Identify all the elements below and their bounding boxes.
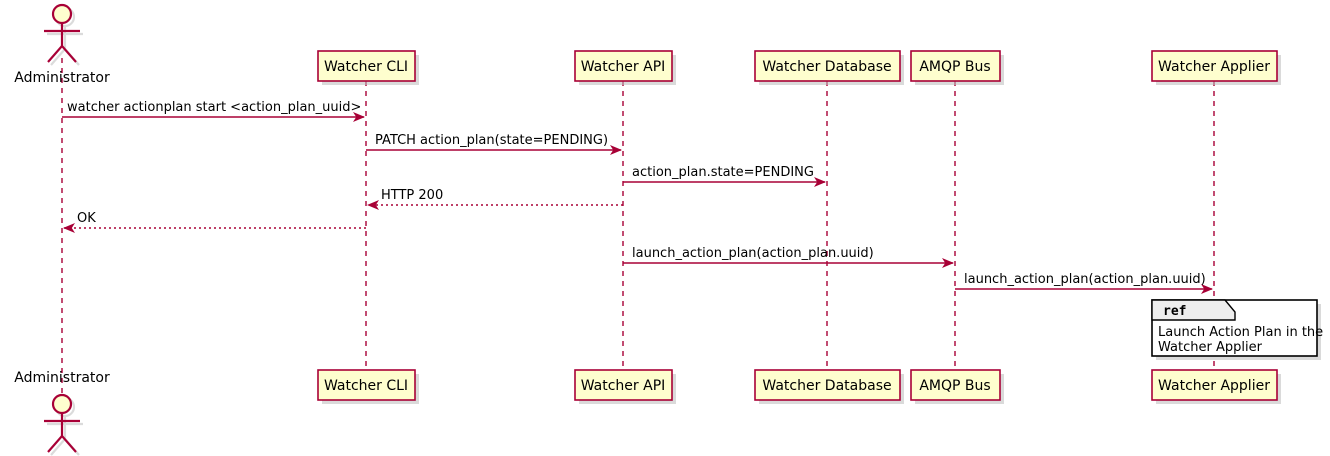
actor-leg-right [61, 435, 77, 453]
message-label: action_plan.state=PENDING [632, 165, 814, 180]
actor-leg-left [47, 45, 63, 63]
actor-label: Administrator [14, 70, 110, 86]
message-http-200[interactable]: HTTP 200 [367, 188, 623, 210]
participant-amqp-bus-bottom[interactable]: AMQP Bus [910, 369, 1004, 404]
message-label: launch_action_plan(action_plan.uuid) [964, 272, 1206, 287]
message-label: PATCH action_plan(state=PENDING) [375, 133, 608, 148]
actor-head-icon [51, 393, 73, 415]
participant-label: AMQP Bus [919, 378, 990, 394]
participant-label: Watcher Database [762, 59, 891, 75]
participant-label: Watcher Applier [1158, 59, 1270, 75]
participant-watcher-cli-top[interactable]: Watcher CLI [317, 50, 419, 85]
message-launch-action-plan-to-applier[interactable]: launch_action_plan(action_plan.uuid) [955, 272, 1213, 294]
message-launch-action-plan-to-bus[interactable]: launch_action_plan(action_plan.uuid) [623, 246, 954, 268]
participant-label: Watcher CLI [324, 378, 408, 394]
participant-watcher-database-bottom[interactable]: Watcher Database [754, 369, 904, 404]
message-ok[interactable]: OK [63, 211, 366, 233]
message-watcher-actionplan-start[interactable]: watcher actionplan start <action_plan_uu… [62, 100, 365, 122]
message-label: OK [77, 211, 96, 226]
message-label: launch_action_plan(action_plan.uuid) [632, 246, 874, 261]
actor-label: Administrator [14, 370, 110, 386]
participant-label: Watcher CLI [324, 59, 408, 75]
participant-label: Watcher API [581, 59, 666, 75]
actor-administrator-top[interactable]: Administrator [14, 3, 110, 86]
actor-administrator-bottom[interactable]: Administrator [14, 370, 110, 456]
participant-watcher-api-top[interactable]: Watcher API [574, 50, 676, 85]
actor-head-icon [51, 3, 73, 25]
ref-text-line-2: Watcher Applier [1158, 340, 1263, 355]
actor-leg-right [61, 45, 77, 63]
participant-label: Watcher API [581, 378, 666, 394]
participant-watcher-cli-bottom[interactable]: Watcher CLI [317, 369, 419, 404]
message-label: watcher actionplan start <action_plan_uu… [67, 100, 361, 115]
message-label: HTTP 200 [381, 188, 443, 203]
ref-fragment-launch-action-plan[interactable]: ref Launch Action Plan in the Watcher Ap… [1151, 299, 1323, 360]
participant-label: Watcher Applier [1158, 378, 1270, 394]
participant-watcher-applier-top[interactable]: Watcher Applier [1151, 50, 1281, 85]
actor-leg-left [47, 435, 63, 453]
participant-boxes-top: Watcher CLI Watcher API Watcher Database… [317, 50, 1281, 85]
ref-header-tab [1151, 299, 1236, 321]
participant-watcher-applier-bottom[interactable]: Watcher Applier [1151, 369, 1281, 404]
participant-watcher-api-bottom[interactable]: Watcher API [574, 369, 676, 404]
participant-boxes-bottom: Watcher CLI Watcher API Watcher Database… [317, 369, 1281, 404]
participant-watcher-database-top[interactable]: Watcher Database [754, 50, 904, 85]
participant-label: Watcher Database [762, 378, 891, 394]
message-patch-action-plan[interactable]: PATCH action_plan(state=PENDING) [366, 133, 622, 155]
messages-group: watcher actionplan start <action_plan_uu… [62, 100, 1213, 294]
ref-keyword-label: ref [1163, 304, 1186, 319]
ref-text-line-1: Launch Action Plan in the [1158, 325, 1323, 340]
message-action-plan-state-pending[interactable]: action_plan.state=PENDING [623, 165, 826, 187]
participant-amqp-bus-top[interactable]: AMQP Bus [910, 50, 1004, 85]
participant-label: AMQP Bus [919, 59, 990, 75]
